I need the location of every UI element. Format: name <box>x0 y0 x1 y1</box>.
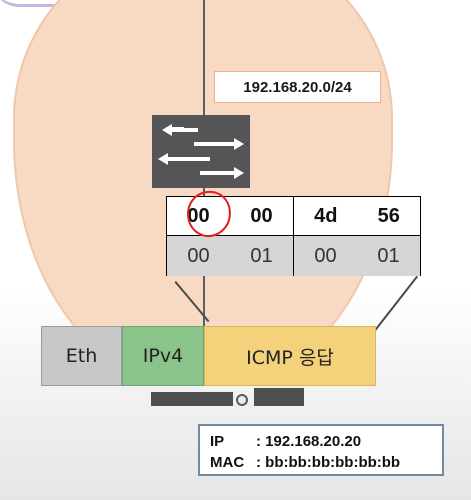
packet-segment-icmp: ICMP 응답 <box>204 326 376 386</box>
host-mac-key: MAC <box>210 454 245 471</box>
mac-byte: 00 <box>187 204 210 227</box>
subnet-label: 192.168.20.0/24 <box>214 71 381 103</box>
mac-row-source: 00 01 00 01 <box>167 235 420 276</box>
host-info-box: IP : 192.168.20.20 MAC : bb:bb:bb:bb:bb:bb <box>198 424 444 476</box>
mac-byte: 4d <box>314 204 338 227</box>
mac-byte: 56 <box>377 204 400 227</box>
computer-icon <box>151 392 233 406</box>
packet-segment-ipv4: IPv4 <box>122 326 204 386</box>
mac-byte: 00 <box>187 244 210 267</box>
host-mac-value: : bb:bb:bb:bb:bb:bb <box>256 454 401 471</box>
power-button-icon <box>236 394 248 406</box>
packet-frame: Eth IPv4 ICMP 응답 <box>41 326 376 386</box>
computer-tower <box>254 388 304 406</box>
mac-byte: 01 <box>250 244 273 267</box>
mac-byte: 00 <box>250 204 273 227</box>
packet-segment-eth: Eth <box>41 326 122 386</box>
zoom-line-right <box>372 276 418 334</box>
host-ip-value: : 192.168.20.20 <box>256 433 362 450</box>
host-mac-line: MAC : bb:bb:bb:bb:bb:bb <box>210 452 432 473</box>
mac-row-destination: 00 00 4d 56 <box>167 197 420 235</box>
switch-icon <box>152 115 250 188</box>
host-ip-key: IP <box>210 433 225 450</box>
mac-address-table: 00 00 4d 56 00 01 00 01 <box>166 196 421 276</box>
mac-byte: 00 <box>314 244 337 267</box>
mac-byte: 01 <box>377 244 400 267</box>
host-ip-line: IP : 192.168.20.20 <box>210 431 432 452</box>
